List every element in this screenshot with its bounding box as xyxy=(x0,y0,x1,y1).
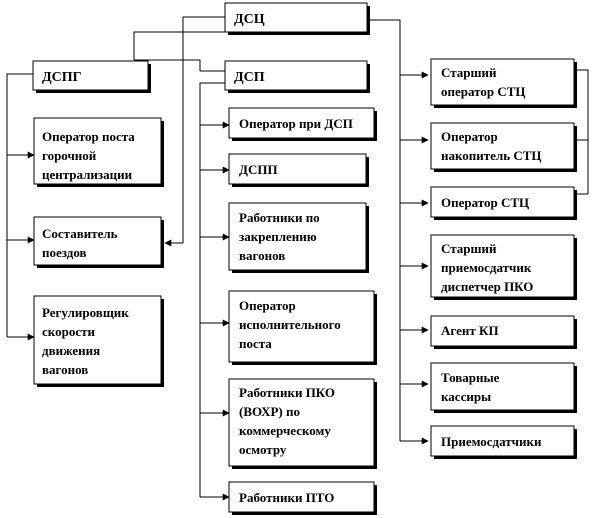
box-label-line: Составитель xyxy=(42,226,118,241)
box-label-line: Агент КП xyxy=(441,323,499,338)
box-label-line: движения xyxy=(42,343,100,358)
box-sostavitel: Составитель поездов xyxy=(33,216,164,268)
box-dspg-label: ДСПГ xyxy=(42,70,82,85)
box-label-line: Старший xyxy=(441,241,497,256)
box-label-line: поездов xyxy=(42,245,87,260)
box-dsc-label: ДСЦ xyxy=(234,12,265,27)
box-label-line: диспетчер ПКО xyxy=(441,279,533,294)
box-label-line: (ВОХР) по xyxy=(239,404,300,419)
box-operator-gorochnoy: Оператор поста горочной централизации xyxy=(33,117,164,187)
box-dsp: ДСП xyxy=(224,60,370,93)
box-tovarnye-kassiry: Товарные кассиры xyxy=(430,362,577,413)
box-label-line: скорости xyxy=(42,324,95,339)
box-label-line: кассиры xyxy=(441,389,491,404)
box-agent-kp: Агент КП xyxy=(430,315,577,349)
box-label-line: Товарные xyxy=(441,370,500,385)
box-label-line: ДСПП xyxy=(239,162,278,177)
box-dspp: ДСПП xyxy=(228,153,369,187)
box-label-line: закреплению xyxy=(239,229,317,244)
box-label-line: накопитель СТЦ xyxy=(441,148,542,163)
box-zakreplenie: Работники по закреплению вагонов xyxy=(228,202,369,273)
connectors xyxy=(6,16,589,501)
box-label-line: поста xyxy=(239,336,272,351)
box-label-line: Работники ПКО xyxy=(239,385,335,400)
box-dspg: ДСПГ xyxy=(32,60,151,93)
box-label-line: Оператор xyxy=(441,129,498,144)
box-label-line: Работники ПТО xyxy=(239,490,334,505)
box-pko-vohr: Работники ПКО (ВОХР) по коммерческому ос… xyxy=(228,378,377,469)
box-label-line: вагонов xyxy=(42,362,88,377)
box-label-line: приемосдатчик xyxy=(441,260,532,275)
box-label-line: Приемосдатчики xyxy=(441,434,542,449)
box-dsc: ДСЦ xyxy=(224,2,370,35)
box-label-line: Оператор поста xyxy=(42,129,135,144)
box-priemosdatchiki: Приемосдатчики xyxy=(430,425,577,459)
box-label-line: оператор СТЦ xyxy=(441,84,526,99)
box-label-line: Оператор при ДСП xyxy=(239,116,353,131)
box-regulirovshik: Регулировщик скорости движения вагонов xyxy=(33,295,164,387)
box-label-line: Старший xyxy=(441,65,497,80)
box-dsp-label: ДСП xyxy=(234,70,265,85)
box-ispolnitelnyi-post: Оператор исполнительного поста xyxy=(228,290,377,365)
box-label-line: Регулировщик xyxy=(42,305,129,320)
box-label-line: Работники по xyxy=(239,210,320,225)
box-label-line: Оператор xyxy=(239,298,296,313)
box-label-line: горочной xyxy=(42,148,97,163)
box-label-line: Оператор СТЦ xyxy=(441,195,529,210)
box-label-line: централизации xyxy=(42,167,133,182)
box-starshiy-operator-stc: Старший оператор СТЦ xyxy=(430,58,577,108)
box-label-line: коммерческому xyxy=(239,423,331,438)
box-operator-pri-dsp: Оператор при ДСП xyxy=(228,107,377,141)
box-label-line: исполнительного xyxy=(239,317,341,332)
box-operator-stc: Оператор СТЦ xyxy=(430,186,577,220)
box-pto: Работники ПТО xyxy=(228,481,377,515)
box-operator-nakopitel: Оператор накопитель СТЦ xyxy=(430,122,577,172)
box-label-line: вагонов xyxy=(239,248,285,263)
box-label-line: осмотру xyxy=(239,442,287,457)
box-starshiy-priemosdatchik: Старший приемосдатчик диспетчер ПКО xyxy=(430,234,577,300)
